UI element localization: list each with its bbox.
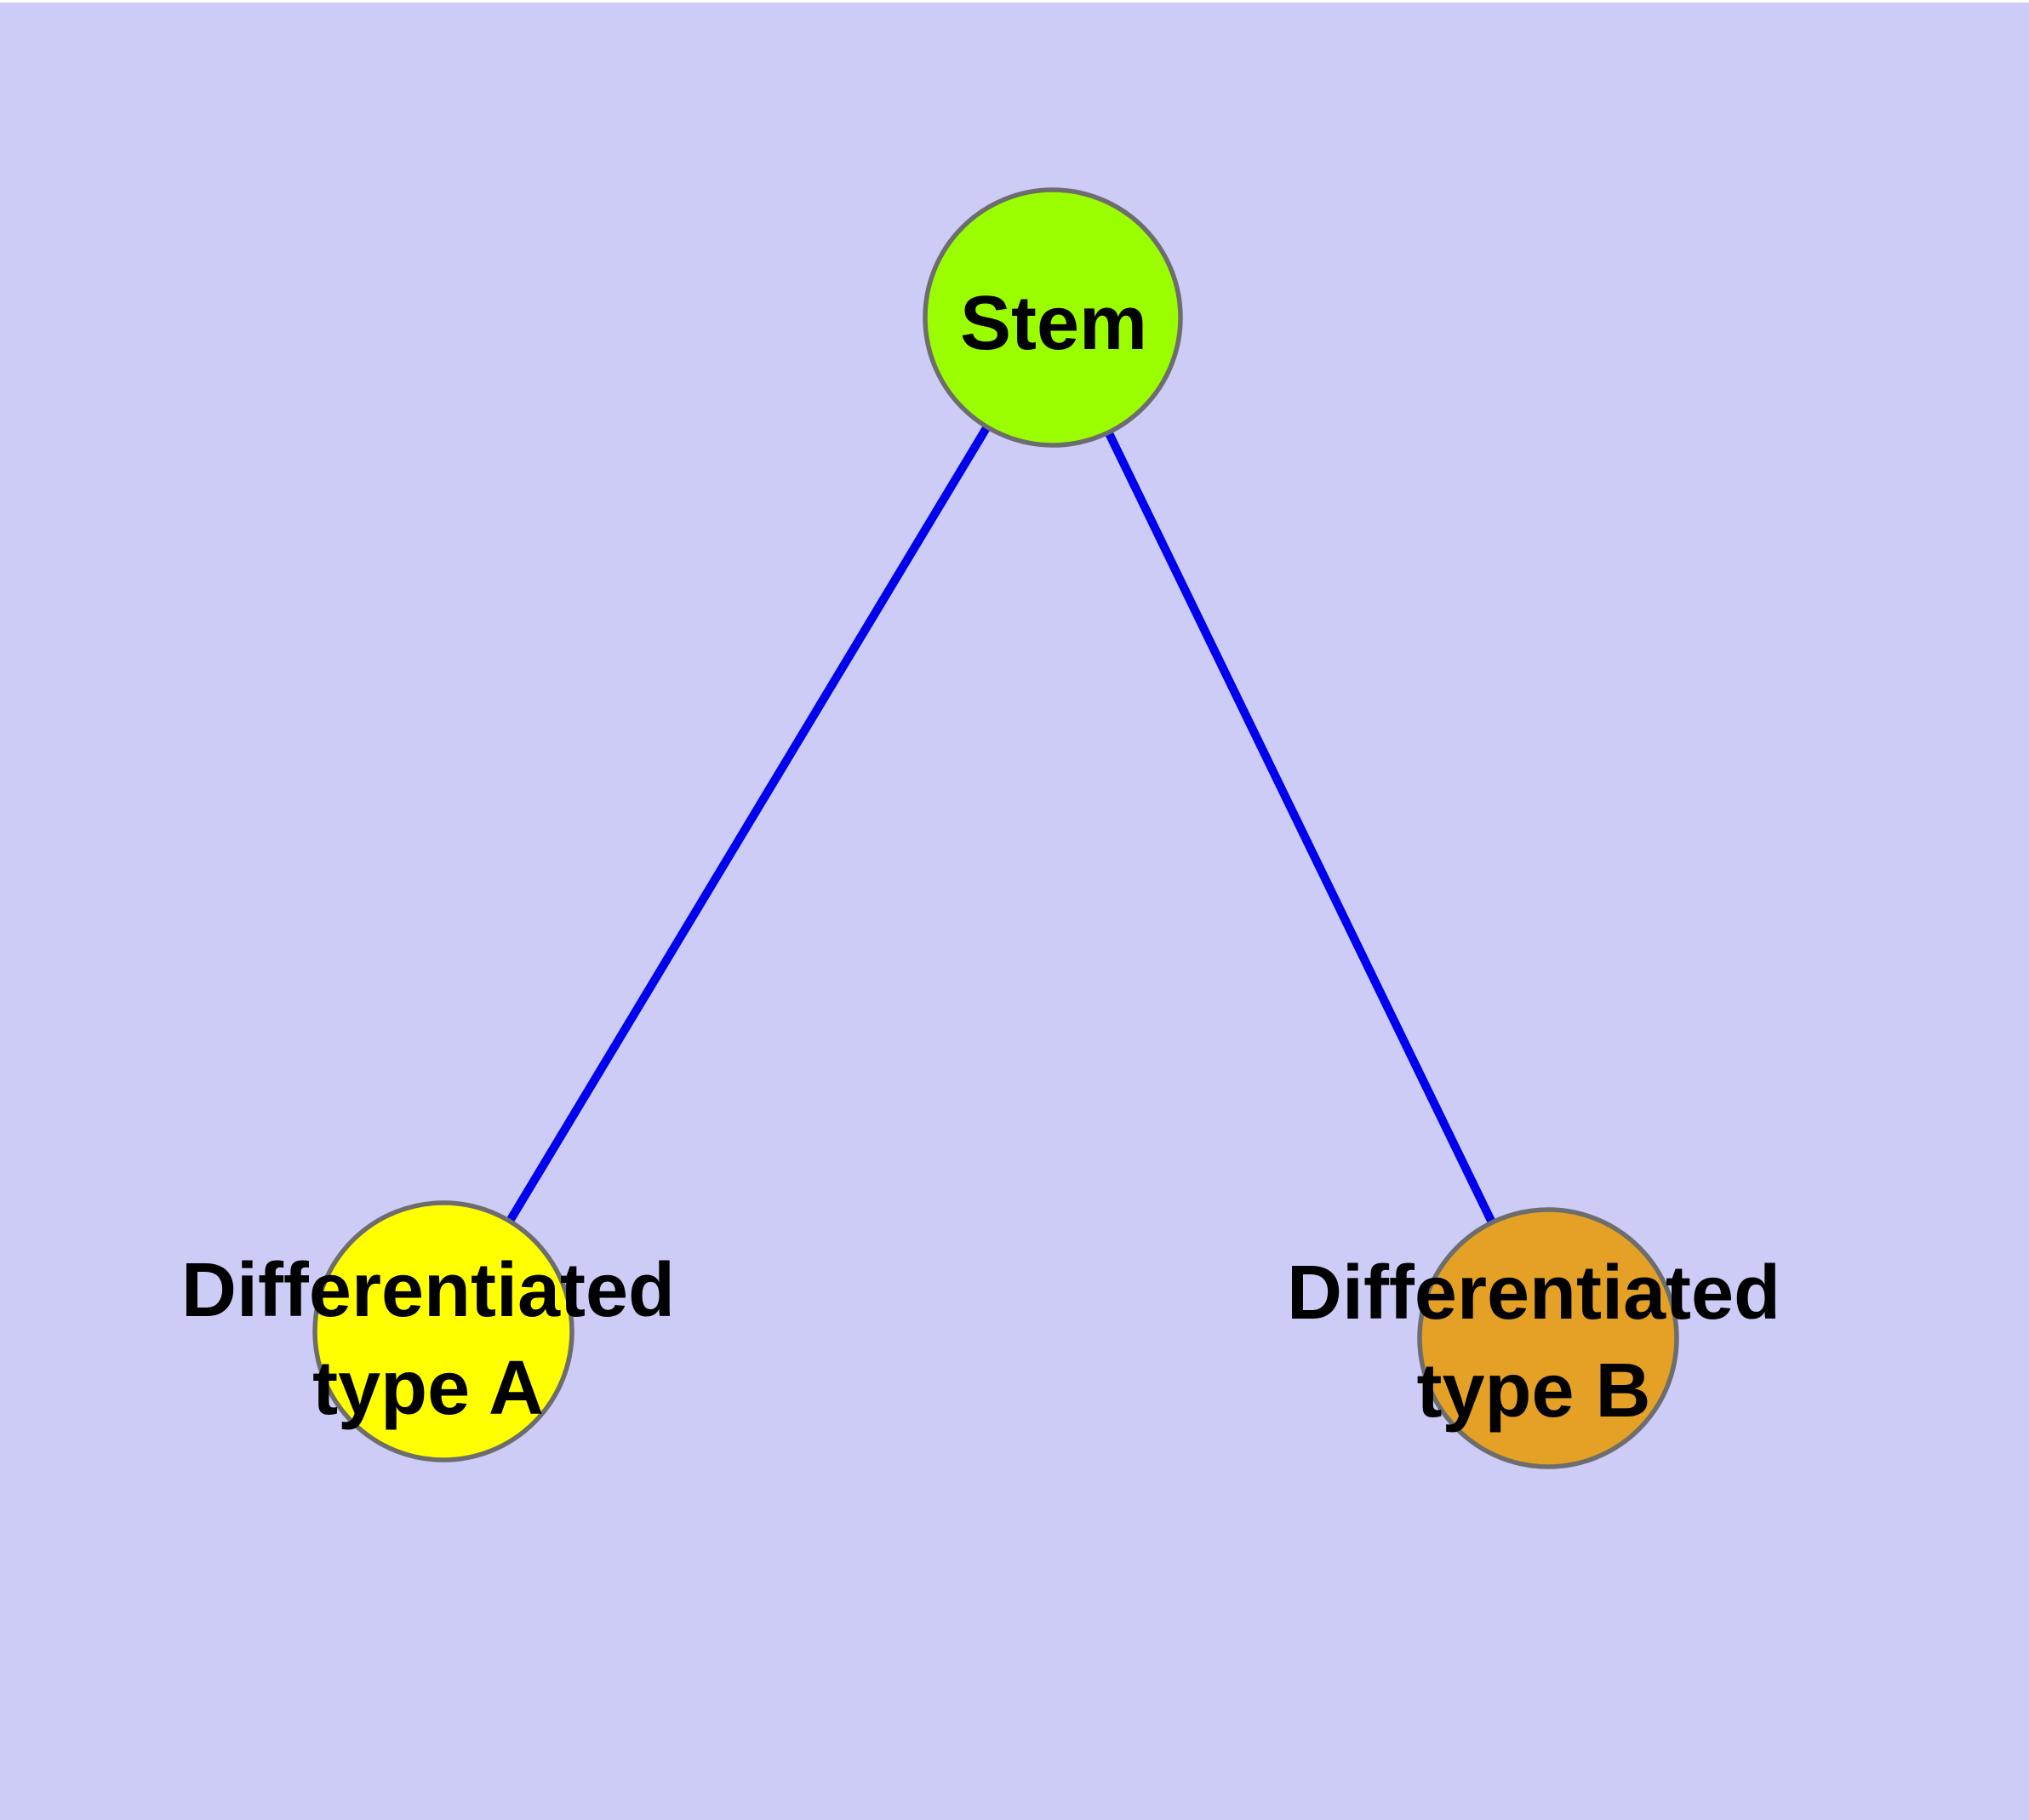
node-type-a-label-line1: Differentiated (181, 1248, 675, 1333)
node-stem-label: Stem (960, 281, 1147, 366)
node-type-b-circle (1417, 1207, 1679, 1469)
node-type-a-circle (312, 1200, 574, 1462)
node-type-b-label-line1: Differentiated (1287, 1251, 1780, 1336)
edge-stem-to-type-a (439, 315, 1057, 1334)
node-type-a-label-line2: type A (312, 1346, 544, 1431)
node-stem-circle (923, 187, 1183, 448)
node-type-b-label-line2: type B (1416, 1348, 1650, 1434)
edge-stem-to-type-b (1049, 315, 1552, 1341)
